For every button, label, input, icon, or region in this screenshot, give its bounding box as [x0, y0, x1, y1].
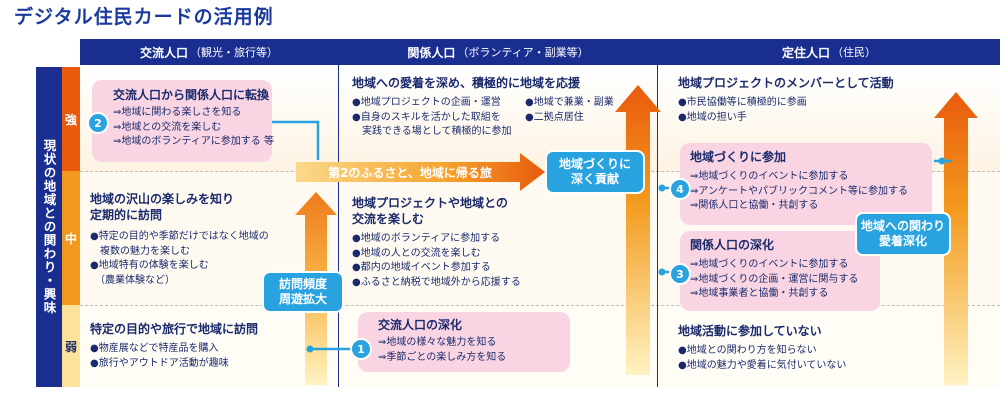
- connector-dot: [658, 184, 666, 192]
- list-item: ●地域の担い手: [678, 111, 747, 123]
- list-item: ⇒地域に関わる楽しさを知る: [113, 107, 242, 118]
- label-line: 愛着深化: [878, 234, 927, 248]
- list-item: ⇒季節ごとの楽しみ方を知る: [378, 351, 507, 363]
- list-item: ⇒地域との交流を楽しむ: [113, 121, 222, 133]
- label-line: 訪問頻度: [278, 277, 327, 291]
- column-header-related: 関係人口（ボランティア・副業等）: [339, 39, 657, 65]
- list-item: ⇒地域事業者と協働・共創する: [690, 288, 829, 299]
- list-item: ⇒地域づくりのイベントに参加する: [690, 171, 849, 182]
- list-item: ⇒地域のボランティアに参加する 等: [113, 136, 274, 147]
- column-header-label: 関係人口: [407, 45, 456, 60]
- step-number-4: 4: [669, 178, 691, 200]
- journey-arrow-label: 第2のふるさと、地域に帰る旅: [328, 165, 492, 180]
- arrow-up-residents: [934, 92, 978, 385]
- strong-title: 地域への愛着を深め、積極的に地域を応援: [352, 76, 581, 90]
- label-attachment-deepening: 地域への関わり 愛着深化: [855, 212, 951, 256]
- box-related-deepening: [680, 231, 880, 311]
- arrow-up-related: [615, 85, 661, 375]
- label-line: 地域への関わり: [860, 219, 945, 233]
- page-title: デジタル住民カードの活用例: [14, 6, 274, 28]
- list-item: ⇒地域づくりのイベントに参加する: [690, 259, 849, 270]
- list-item: ⇒関係人口と協働・共創する: [690, 200, 819, 211]
- list-item: （農業体験など）: [90, 274, 175, 286]
- weak-title: 地域活動に参加していない: [678, 324, 822, 338]
- strong-items-right: ●地域で兼業・副業 ●二拠点居住: [525, 96, 614, 125]
- mid-title: 地域の沢山の楽しみを知り 定期的に訪問: [90, 192, 234, 223]
- box-visitor-deepening: [358, 312, 570, 372]
- level-strong: 強: [62, 67, 80, 171]
- connector-dot: [938, 157, 946, 165]
- list-item: ⇒地域づくりの企画・運営に関与する: [690, 273, 859, 285]
- connector-dot: [658, 268, 666, 276]
- mid-items: ●特定の目的や季節だけではなく地域の 複数の魅力を楽しむ ●地域特有の体験を楽し…: [90, 230, 269, 288]
- column-header-residents: 定住人口（住民）: [658, 39, 1000, 65]
- box-items: ⇒地域づくりのイベントに参加する ⇒地域づくりの企画・運営に関与する ⇒地域事業…: [690, 258, 858, 302]
- list-item: ●地域の人との交流を楽しむ: [352, 247, 481, 259]
- column-header-label: 交流人口: [139, 45, 188, 60]
- list-item: ●都内の地域イベント参加する: [352, 262, 491, 273]
- label-line: 周遊拡大: [278, 292, 327, 306]
- list-item: ●二拠点居住: [525, 111, 584, 123]
- strong-items-left: ●地域プロジェクトの企画・運営 ●自身のスキルを活かした取組を 実践できる場とし…: [352, 96, 512, 140]
- row-label-bar: [36, 67, 62, 387]
- box-items: ⇒地域に関わる楽しさを知る ⇒地域との交流を楽しむ ⇒地域のボランティアに参加す…: [113, 106, 274, 150]
- mid-title-line: 交流を楽しむ: [352, 211, 425, 226]
- connector-line: [272, 120, 320, 160]
- strong-items: ●市民協働等に積極的に参画 ●地域の担い手: [678, 96, 807, 125]
- box-title: 関係人口の深化: [690, 238, 775, 252]
- label-visit-frequency: 訪問頻度 周遊拡大: [262, 271, 344, 313]
- weak-items: ●地域との関わり方を知らない ●地域の魅力や愛着に気付いていない: [678, 344, 846, 373]
- box-items: ⇒地域づくりのイベントに参加する ⇒アンケートやパブリックコメント等に参加する …: [690, 170, 908, 214]
- list-item: ●地域で兼業・副業: [525, 97, 614, 108]
- list-item: ●地域プロジェクトの企画・運営: [352, 97, 501, 108]
- label-deep-contribution: 地域づくりに 深く貢献: [545, 150, 645, 194]
- arrow-right-journey: [296, 153, 545, 191]
- box-title: 交流人口の深化: [378, 318, 463, 332]
- step-number-2: 2: [87, 112, 109, 134]
- row-label: 現状の地域との関わり・興味: [41, 139, 57, 315]
- list-item: 複数の魅力を楽しむ: [90, 245, 190, 257]
- weak-title: 特定の目的や旅行で地域に訪問: [90, 322, 259, 336]
- weak-items: ●物産展などで特産品を購入 ●旅行やアウトドア活動が趣味: [90, 342, 229, 371]
- column-header-sub: （ボランティア・副業等）: [457, 46, 589, 59]
- step-number-3: 3: [669, 263, 691, 285]
- connector-dot: [306, 345, 314, 353]
- box-participation: [680, 143, 932, 225]
- list-item: ●地域のボランティアに参加する: [352, 233, 501, 244]
- list-item: ●市民協働等に積極的に参画: [678, 97, 807, 108]
- box-items: ⇒地域の様々な魅力を知る ⇒季節ごとの楽しみ方を知る: [378, 336, 506, 365]
- list-item: ●旅行やアウトドア活動が趣味: [90, 357, 229, 369]
- list-item: ●物産展などで特産品を購入: [90, 343, 219, 354]
- column-header-visitors: 交流人口（観光・旅行等）: [80, 39, 338, 65]
- box-conversion: [92, 80, 272, 162]
- mid-title-line: 定期的に訪問: [90, 207, 163, 222]
- box-title: 地域づくりに参加: [690, 150, 787, 164]
- row-divider: [80, 305, 1000, 306]
- list-item: ⇒アンケートやパブリックコメント等に参加する: [690, 185, 908, 197]
- mid-title-line: 地域の沢山の楽しみを知り: [90, 192, 235, 206]
- list-item: ●自身のスキルを活かした取組を: [352, 111, 501, 123]
- label-line: 地域づくりに: [558, 157, 631, 171]
- step-number-1: 1: [350, 338, 372, 360]
- column-header-sub: （住民）: [832, 46, 876, 59]
- mid-title: 地域プロジェクトや地域との 交流を楽しむ: [352, 196, 508, 227]
- level-mid: 中: [62, 171, 80, 305]
- list-item: ●地域の魅力や愛着に気付いていない: [678, 359, 847, 371]
- list-item: ●ふるさと納税で地域外から応援する: [352, 276, 521, 288]
- list-item: ⇒地域の様々な魅力を知る: [378, 337, 497, 348]
- column-divider: [338, 39, 339, 387]
- list-item: 実践できる場として積極的に参加: [352, 126, 512, 137]
- label-line: 深く貢献: [570, 172, 619, 186]
- box-title: 交流人口から関係人口に転換: [113, 88, 270, 102]
- column-header-label: 定住人口: [781, 45, 830, 60]
- list-item: ●地域特有の体験を楽しむ: [90, 260, 209, 271]
- strong-title: 地域プロジェクトのメンバーとして活動: [678, 76, 894, 90]
- mid-items: ●地域のボランティアに参加する ●地域の人との交流を楽しむ ●都内の地域イベント…: [352, 232, 521, 290]
- list-item: ●地域との関わり方を知らない: [678, 345, 817, 356]
- list-item: ●特定の目的や季節だけではなく地域の: [90, 231, 269, 242]
- mid-title-line: 地域プロジェクトや地域との: [352, 196, 508, 210]
- level-weak: 弱: [62, 305, 80, 387]
- column-header-sub: （観光・旅行等）: [190, 46, 278, 59]
- column-divider: [657, 39, 658, 387]
